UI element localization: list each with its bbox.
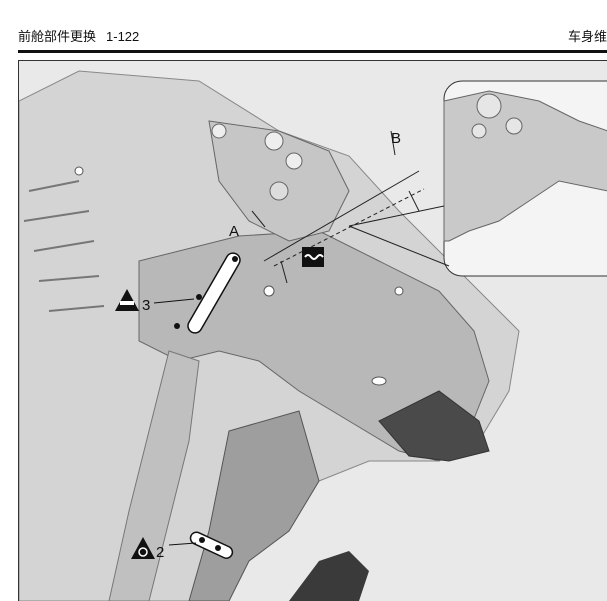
- inset-pointer: [348, 225, 450, 267]
- weld-dot: [232, 256, 238, 262]
- dim-label-a: A: [229, 223, 239, 240]
- repair-diagram: A B 3 2: [18, 60, 607, 601]
- callout-number-3: 3: [142, 297, 150, 314]
- hole: [264, 131, 284, 151]
- wheel-spokes: [23, 180, 105, 312]
- weld-slot-3: [187, 252, 241, 334]
- dim-arrow: [251, 210, 266, 228]
- dark-lower-panel: [378, 390, 490, 462]
- dim-label-b: B: [391, 130, 401, 147]
- cut-line-a: [263, 170, 420, 262]
- rail-inner: [108, 350, 200, 601]
- hole: [263, 285, 275, 297]
- chapter-title: 车身维: [567, 29, 607, 44]
- hole: [394, 286, 404, 296]
- weld-dot: [174, 323, 180, 329]
- section-title: 前舱部件更换: [18, 29, 97, 44]
- cut-line-b: [273, 188, 425, 267]
- dim-arrow: [280, 260, 288, 284]
- hole: [285, 152, 303, 170]
- slot: [371, 376, 387, 386]
- weld-dot: [199, 537, 205, 543]
- inset-pointer: [348, 205, 445, 227]
- header-rule: [18, 50, 607, 53]
- dark-corner: [289, 551, 369, 601]
- hole: [269, 181, 289, 201]
- dim-arrow: [408, 190, 420, 212]
- dim-arrow: [390, 130, 396, 156]
- detail-hole: [476, 93, 502, 119]
- weld-dot: [215, 545, 221, 551]
- leader-line-3: [153, 298, 195, 304]
- page-header: 前舱部件更换 1-122 车身维: [0, 0, 607, 56]
- weld-dot: [196, 294, 202, 300]
- hole: [74, 166, 84, 176]
- strut-tower: [208, 120, 350, 242]
- hole: [211, 123, 227, 139]
- detail-hole: [471, 123, 487, 139]
- callout-number-2: 2: [156, 544, 164, 561]
- wavy-seam-icon: [302, 247, 324, 267]
- weld-icon: [131, 537, 155, 559]
- detail-hole: [505, 117, 523, 135]
- page-number: 1-122: [106, 29, 140, 44]
- header-left: 前舱部件更换 1-122: [18, 26, 139, 45]
- spot-weld-remove-icon: [115, 289, 139, 311]
- diagram-drawing: A B 3 2: [19, 70, 607, 601]
- leader-line-2: [168, 542, 197, 546]
